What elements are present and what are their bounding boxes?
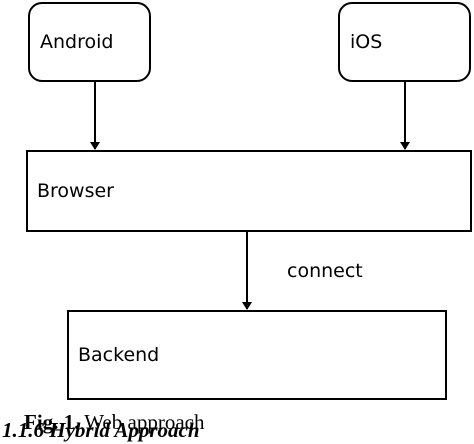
browser-label: Browser [37, 180, 114, 202]
backend-node: Backend [67, 310, 447, 400]
connect-edge-label: connect [287, 260, 363, 282]
figure-text: Web approach [84, 410, 205, 434]
android-label: Android [40, 31, 114, 53]
caption-area: Fig. 1. Web approach 1.1.6 Hybrid Approa… [2, 410, 474, 442]
ios-label: iOS [350, 31, 383, 53]
android-node: Android [28, 2, 151, 82]
backend-label: Backend [78, 344, 160, 366]
ios-node: iOS [338, 2, 471, 82]
figure-label: Fig. 1. [24, 410, 80, 434]
browser-node: Browser [26, 150, 472, 232]
section-heading: 1.1.6 Hybrid Approach [2, 418, 200, 442]
figure-caption: Fig. 1. Web approach [24, 410, 204, 435]
